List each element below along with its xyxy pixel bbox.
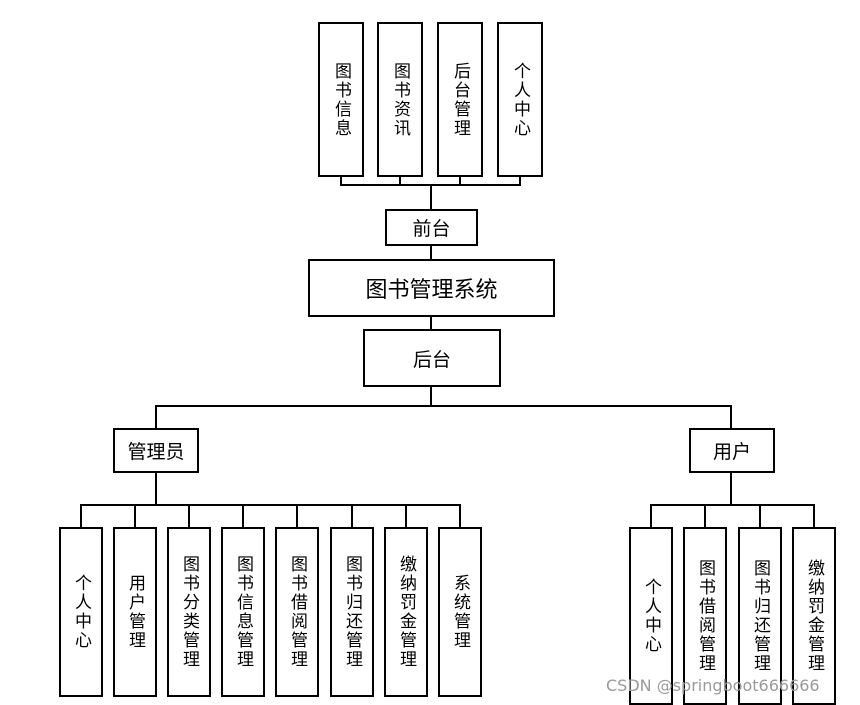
admin-item-category-management: 图书分类管理 [167, 527, 211, 697]
front-item-admin-entry: 后台管理 [437, 22, 483, 177]
backend-node: 后台 [363, 329, 501, 387]
admin-item-personal-center: 个人中心 [59, 527, 103, 697]
front-item-personal-center: 个人中心 [497, 22, 543, 177]
front-item-book-news: 图书资讯 [377, 22, 423, 177]
user-item-return-management: 图书归还管理 [738, 527, 782, 705]
admin-item-system-management: 系统管理 [438, 527, 482, 697]
frontend-node: 前台 [385, 209, 478, 246]
admin-item-return-management: 图书归还管理 [330, 527, 374, 697]
user-role-node: 用户 [689, 428, 775, 473]
admin-item-book-info-management: 图书信息管理 [221, 527, 265, 697]
user-item-borrow-management: 图书借阅管理 [683, 527, 727, 705]
front-item-book-info: 图书信息 [318, 22, 364, 177]
watermark: CSDN @springboot666666 [606, 676, 820, 695]
user-item-fine-management: 缴纳罚金管理 [792, 527, 836, 705]
admin-item-borrow-management: 图书借阅管理 [275, 527, 319, 697]
user-item-personal-center: 个人中心 [629, 527, 673, 705]
admin-item-fine-management: 缴纳罚金管理 [384, 527, 428, 697]
admin-role-node: 管理员 [113, 428, 199, 473]
admin-item-user-management: 用户管理 [113, 527, 157, 697]
root-node: 图书管理系统 [308, 259, 555, 317]
